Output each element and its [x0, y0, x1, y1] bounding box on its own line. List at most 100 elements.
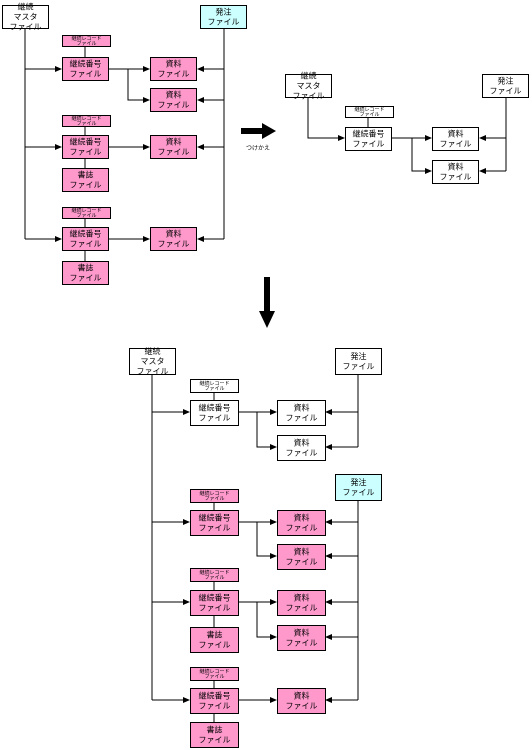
serial-box-c1-text: ファイル: [199, 414, 231, 423]
order-box-c1-text: ファイル: [343, 362, 375, 371]
order-box-c2-text: ファイル: [343, 488, 375, 497]
record-box-c3-text: ファイル: [204, 575, 224, 581]
material-box-b2-text: 資料: [448, 162, 464, 172]
record-box-b1-text: 継続レコード: [354, 106, 384, 113]
bold-down-arrow-icon: [259, 277, 275, 328]
serial-box-c4-text: ファイル: [199, 702, 231, 711]
order-box-b-text: ファイル: [490, 87, 522, 96]
material-box-c3-text: ファイル: [286, 524, 318, 533]
record-box-c2-text: ファイル: [204, 496, 224, 502]
order-box-a-text: 発注: [216, 7, 232, 17]
serial-box-a3-text: 継続番号: [70, 229, 102, 239]
record-box-c2-text: 継続レコード: [199, 490, 229, 497]
bib-box-a2-text: 書誌: [78, 263, 94, 273]
material-box-b2-text: ファイル: [440, 173, 472, 182]
order-box-a-text: ファイル: [208, 18, 240, 27]
material-box-c6-text: ファイル: [286, 639, 318, 648]
material-box-c1-text: ファイル: [286, 414, 318, 423]
master-box-b-text: ファイル: [293, 92, 325, 101]
bib-box-a2-text: ファイル: [70, 274, 102, 283]
bib-box-c1-text: ファイル: [199, 641, 231, 650]
record-box-a1-text: ファイル: [76, 41, 96, 47]
serial-box-c2-text: 継続番号: [199, 513, 231, 523]
record-box-c3-text: 継続レコード: [199, 569, 229, 576]
record-box-c4-text: 継続レコード: [199, 668, 229, 675]
record-box-a3-text: 継続レコード: [71, 207, 101, 214]
material-box-a3-text: ファイル: [158, 148, 190, 157]
record-box-a1-text: 継続レコード: [71, 35, 101, 42]
bib-box-c2-text: ファイル: [199, 736, 231, 745]
material-box-b1-text: 資料: [448, 129, 464, 139]
material-box-c3-text: 資料: [294, 513, 310, 523]
serial-box-c4-text: 継続番号: [199, 691, 231, 701]
record-box-a3-text: ファイル: [76, 213, 96, 219]
material-box-a2-text: 資料: [166, 90, 182, 100]
serial-box-c1-text: 継続番号: [199, 403, 231, 413]
master-box-c-text: 継続: [145, 346, 161, 356]
material-box-a2-text: ファイル: [158, 101, 190, 110]
serial-box-b1-text: ファイル: [353, 140, 385, 149]
record-box-c1-text: 継続レコード: [199, 380, 229, 387]
record-box-a2-text: ファイル: [76, 121, 96, 127]
material-box-c6-text: 資料: [294, 628, 310, 638]
replace-caption: つけかえ: [246, 145, 270, 152]
material-box-c2-text: ファイル: [286, 449, 318, 458]
material-box-a1-text: ファイル: [158, 70, 190, 79]
master-box-c-text: ファイル: [137, 367, 169, 376]
serial-box-a2-text: ファイル: [70, 148, 102, 157]
order-box-c2-text: 発注: [351, 477, 367, 487]
material-box-c7-text: ファイル: [286, 702, 318, 711]
material-box-c7-text: 資料: [294, 691, 310, 701]
record-box-c4-text: ファイル: [204, 674, 224, 680]
record-box-c1-text: ファイル: [204, 386, 224, 392]
material-box-c4-text: 資料: [294, 547, 310, 557]
material-box-a4-text: 資料: [166, 229, 182, 239]
order-box-c1-text: 発注: [351, 351, 367, 361]
master-box-b-text: マスタ: [297, 82, 321, 91]
material-box-c4-text: ファイル: [286, 558, 318, 567]
serial-box-c3-text: 継続番号: [199, 593, 231, 603]
serial-box-a1-text: 継続番号: [70, 59, 102, 69]
bib-box-c2-text: 書誌: [207, 725, 223, 735]
material-box-c5-text: 資料: [294, 593, 310, 603]
serial-box-c2-text: ファイル: [199, 524, 231, 533]
material-box-a1-text: 資料: [166, 59, 182, 69]
bib-box-c1-text: 書誌: [207, 630, 223, 640]
material-box-c1-text: 資料: [294, 403, 310, 413]
master-box-c-text: マスタ: [141, 357, 165, 366]
material-box-c5-text: ファイル: [286, 604, 318, 613]
serial-box-b1-text: 継続番号: [353, 129, 385, 139]
